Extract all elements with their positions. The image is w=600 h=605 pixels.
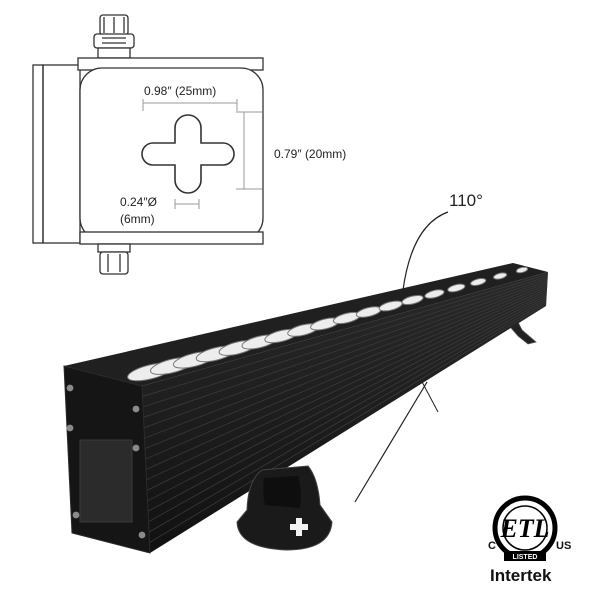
side-rib [143,277,548,418]
height-dimension-line [236,111,262,190]
side-rib [143,280,548,429]
cross-hole [141,114,235,194]
side-rib [142,275,548,408]
led-lens [401,294,424,306]
screw-icon [72,511,80,519]
side-rib [145,288,548,470]
hole-height-label: 0.79″ (20mm) [274,147,347,161]
side-rib [144,284,548,449]
etl-certification-mark: ETL LISTED [492,495,558,561]
top-nut-icon [93,14,135,59]
led-lens [470,278,487,286]
side-rib [148,299,547,523]
listed-text: LISTED [513,554,538,561]
hole-diameter-label: 0.24″Ø [120,195,157,209]
linear-light-bar [63,263,548,554]
front-mounting-bracket [236,465,333,551]
side-rib [146,292,547,491]
led-lens [447,283,466,293]
side-rib [147,295,547,502]
side-rib [148,301,547,533]
beam-angle-label: 110° [449,191,483,210]
side-rib [149,303,547,543]
led-lens [515,266,529,274]
hole-diameter-mm-label: (6mm) [120,212,155,226]
intertek-brand: Intertek [490,566,552,585]
screw-icon [138,531,146,539]
cert-c-mark: C [488,540,496,552]
led-lens [424,289,445,299]
beam-angle-annotation [354,211,449,503]
side-rib [142,273,548,397]
beam-angle-curve [402,211,449,291]
etl-letters: ETL [499,514,549,543]
side-rib [147,297,547,512]
screw-icon [66,424,74,432]
beam-edge-line [354,381,428,503]
led-lens [493,272,508,280]
side-rib [144,282,548,439]
screw-icon [66,384,74,392]
bottom-nut-icon [97,243,131,275]
end-cap-screws [66,384,146,539]
side-rib [146,290,548,481]
beam-edge-tick [419,377,439,413]
cert-us-mark: US [556,540,572,552]
side-rib [145,286,548,460]
screw-icon [132,405,140,413]
bracket-rear-plate [32,64,44,244]
bracket-cross-hole [290,518,308,536]
hole-width-label: 0.98″ (25mm) [144,84,217,98]
mounting-bracket-drawing [32,14,264,275]
bracket-side [42,64,81,244]
diameter-dimension-line [174,199,200,209]
bar-side-ribs [142,273,548,543]
screw-icon [132,444,140,452]
width-dimension-line [142,99,238,111]
end-cap-panel [79,439,133,523]
led-row [127,266,529,382]
